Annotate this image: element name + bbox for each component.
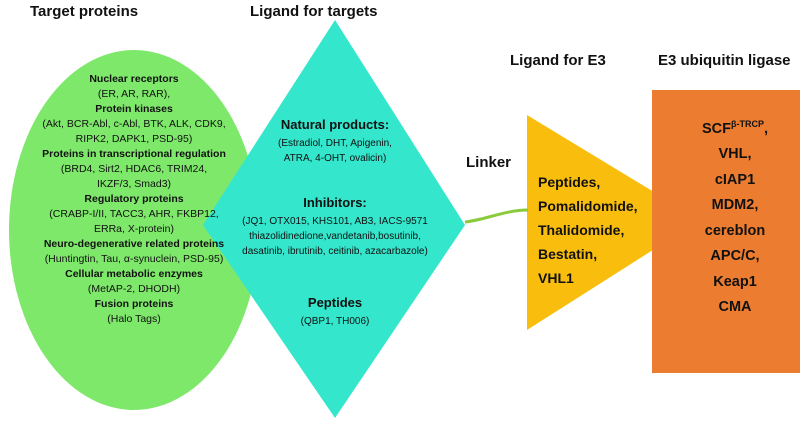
- e3-ligase-item: cereblon: [704, 222, 766, 239]
- inhibitors-group: Inhibitors: (JQ1, OTX015, KHS101, AB3, I…: [205, 195, 465, 259]
- target-examples: IKZF/3, Smad3): [96, 178, 172, 190]
- target-examples: (CRABP-I/II, TACC3, AHR, FKBP12,: [49, 208, 219, 220]
- linker-line: [464, 208, 529, 224]
- scf-tail: ,: [763, 120, 769, 137]
- target-examples: (Akt, BCR-Abl, c-Abl, BTK, ALK, CDK9,: [42, 118, 226, 130]
- e3-ligase-item: cIAP1: [714, 171, 756, 188]
- inhibitors-examples-2: thiazolidinedione,vandetanib,bosutinib,: [249, 231, 421, 242]
- target-examples: RIPK2, DAPK1, PSD-95): [75, 133, 193, 145]
- header-target-proteins: Target proteins: [30, 3, 139, 20]
- target-proteins-ellipse: [9, 50, 259, 410]
- header-e3-ligase: E3 ubiquitin ligase: [658, 52, 791, 69]
- peptides-group: Peptides (QBP1, TH006): [270, 295, 400, 329]
- header-ligand-for-targets: Ligand for targets: [250, 3, 378, 20]
- target-category: Cellular metabolic enzymes: [65, 268, 203, 280]
- e3-ligands-list: Peptides, Pomalidomide, Thalidomide, Bes…: [538, 170, 638, 290]
- natural-products-examples-1: (Estradiol, DHT, Apigenin,: [278, 138, 392, 149]
- e3-ligand-item: Bestatin,: [538, 246, 598, 262]
- target-examples: ERRa, X-protein): [94, 223, 174, 235]
- e3-ligase-item-scf: SCFβ-TRCP,: [680, 112, 790, 142]
- target-category: Neuro-degenerative related proteins: [43, 238, 225, 250]
- e3-ligase-item: Keap1: [713, 273, 757, 290]
- e3-ligase-box: [652, 90, 800, 373]
- target-examples: (MetAP-2, DHODH): [87, 283, 181, 295]
- e3-ligase-item: VHL,: [718, 146, 752, 163]
- target-category: Regulatory proteins: [84, 193, 184, 205]
- target-examples: (ER, AR, RAR),: [97, 88, 171, 100]
- e3-ligase-item: CMA: [718, 299, 752, 316]
- inhibitors-label: Inhibitors:: [303, 195, 367, 210]
- natural-products-examples-2: ATRA, 4-OHT, ovalicin): [283, 153, 387, 164]
- header-ligand-for-e3: Ligand for E3: [510, 52, 606, 69]
- e3-ligand-item: VHL1: [538, 270, 574, 286]
- target-examples: (BRD4, Sirt2, HDAC6, TRIM24,: [60, 163, 208, 175]
- target-category: Nuclear receptors: [89, 73, 179, 85]
- scf-base: SCF: [701, 120, 731, 137]
- e3-ligase-item: APC/C,: [710, 248, 760, 265]
- e3-ligases-list: SCFβ-TRCP, VHL, cIAP1 MDM2, cereblon APC…: [680, 112, 790, 321]
- target-category: Fusion proteins: [94, 298, 174, 310]
- natural-products-group: Natural products: (Estradiol, DHT, Apige…: [250, 117, 420, 166]
- e3-ligand-item: Pomalidomide,: [538, 198, 638, 214]
- target-category: Proteins in transcriptional regulation: [42, 148, 226, 160]
- ligand-diamond: [203, 20, 465, 418]
- target-examples: (Halo Tags): [107, 313, 161, 325]
- target-proteins-list: Nuclear receptors (ER, AR, RAR), Protein k…: [12, 72, 256, 327]
- natural-products-label: Natural products:: [280, 117, 390, 132]
- e3-ligand-triangle: [527, 115, 700, 330]
- peptides-examples: (QBP1, TH006): [300, 316, 370, 327]
- scf-superscript: β-TRCP: [730, 119, 764, 129]
- target-category: Protein kinases: [95, 103, 173, 115]
- e3-ligase-item: MDM2,: [711, 197, 759, 214]
- inhibitors-examples-3: dasatinib, ibrutinib, ceitinib, azacarba…: [242, 246, 428, 257]
- inhibitors-examples-1: (JQ1, OTX015, KHS101, AB3, IACS-9571: [242, 216, 428, 227]
- linker-label: Linker: [466, 154, 512, 171]
- target-examples: (Huntingtin, Tau, α-synuclein, PSD-95): [44, 253, 224, 265]
- e3-ligand-item: Thalidomide,: [538, 222, 625, 238]
- peptides-label: Peptides: [307, 295, 363, 310]
- e3-ligand-item: Peptides,: [538, 174, 601, 190]
